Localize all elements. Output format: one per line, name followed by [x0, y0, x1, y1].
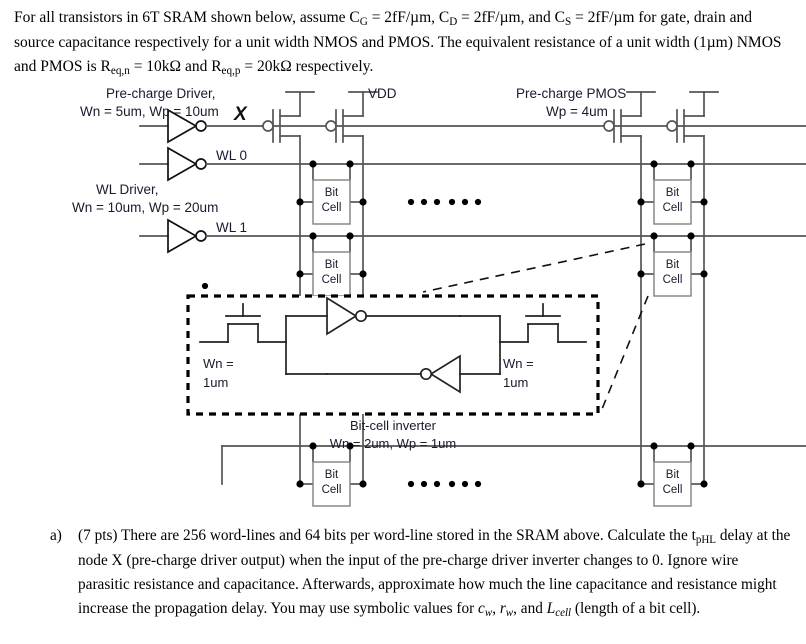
subscript-reqp: eq,p: [221, 64, 241, 77]
problem-text-intro: For all transistors in 6T SRAM shown bel…: [14, 9, 360, 26]
precharge-pmos-label-line1: Pre-charge PMOS: [516, 86, 626, 101]
bitcell-A0: Bit Cell: [296, 160, 367, 225]
problem-text-4: = 10kΩ and R: [129, 57, 222, 75]
precharge-driver-label-line1: Pre-charge Driver,: [106, 86, 216, 101]
precharge-driver-label-line2: Wn = 5um, Wp = 10um: [80, 104, 219, 119]
symbol-cw: c: [478, 599, 485, 617]
subscript-reqn: eq,n: [110, 64, 130, 77]
precharge-pmos-3: [603, 91, 656, 485]
bitcell-label-line2: Cell: [322, 202, 342, 214]
inset-inverter-bottom: [326, 354, 461, 394]
question-line-4: how much the line capacitance and resist…: [78, 575, 777, 617]
question-line-5-pre: symbolic values for: [353, 599, 479, 617]
symbol-cw-sub: w: [484, 606, 493, 619]
question-part-a: a) (7 pts) There are 256 word-lines and …: [50, 524, 792, 622]
inset-inverter-top: [326, 296, 461, 336]
bitcell-B0: Bit Cell: [637, 160, 708, 225]
bitcell-Alast: Bit Cell: [296, 442, 367, 507]
inset-access-transistor-right: [499, 303, 587, 343]
bitcell-label-line2: Cell: [322, 274, 342, 286]
wl0-driver-inverter: [139, 146, 806, 182]
subscript-cd: D: [449, 16, 458, 29]
inset-right-wn-line2: 1um: [503, 375, 528, 390]
bitcell-label-line1: Bit: [325, 469, 339, 481]
question-tphl-pre: the t: [669, 527, 696, 544]
bitcell-label-line1: Bit: [666, 259, 680, 271]
question-line-1: (7 pts) There are 256 word-lines and 64 …: [78, 527, 666, 544]
bitcell-B1: Bit Cell: [637, 232, 708, 297]
bitcell-label-line1: Bit: [666, 469, 680, 481]
node-x-label: X: [233, 104, 248, 125]
symbol-rw-sub: w: [505, 606, 514, 619]
bitcell-label-line1: Bit: [325, 187, 339, 199]
question-line-5-post: (length of a bit cell).: [571, 599, 701, 617]
vdd-label: VDD: [368, 86, 397, 101]
subscript-cs: S: [564, 16, 572, 29]
symbol-sep-2: , and: [513, 599, 547, 617]
symbol-lcell: L: [546, 599, 556, 617]
subscript-cg: G: [359, 16, 368, 29]
question-line-3: inverter changes to 0. Ignore wire paras…: [78, 552, 739, 593]
symbol-lcell-sub: cell: [555, 606, 572, 619]
bitcell-label-line2: Cell: [663, 274, 683, 286]
sram-circuit-figure: VDD Bit Cell Bit Cell Bit Cell: [0, 84, 806, 522]
bitcell-label-line2: Cell: [663, 202, 683, 214]
wl1-label: WL 1: [216, 220, 247, 235]
horizontal-ellipsis-rowlast: [407, 480, 482, 488]
inset-left-wn-line2: 1um: [203, 375, 228, 390]
horizontal-ellipsis-row0: [407, 198, 482, 206]
inset-left-wn-line1: Wn =: [203, 356, 234, 371]
problem-text-5: = 20kΩ respectively.: [240, 57, 374, 75]
problem-statement: For all transistors in 6T SRAM shown bel…: [14, 6, 794, 80]
bitcell-A1: Bit Cell: [296, 232, 367, 297]
problem-text-2: = 2fF/µm, and C: [457, 9, 565, 26]
inset-dashed-border: [186, 294, 600, 416]
inset-right-wn-line1: Wn =: [503, 356, 534, 371]
symbol-rw: r: [499, 599, 506, 617]
inset-caption-line2: Wn = 2um, Wp = 1um: [330, 436, 456, 451]
bitcell-label-line1: Bit: [666, 187, 680, 199]
question-tphl-sub: pHL: [695, 534, 716, 547]
bitcell-label-line1: Bit: [325, 259, 339, 271]
inset-crosscoupled-wiring: [285, 315, 501, 375]
symbol-sep-1: ,: [492, 599, 500, 617]
wl-driver-label-line2: Wn = 10um, Wp = 20um: [72, 200, 218, 215]
problem-text-1: = 2fF/µm, C: [367, 9, 450, 26]
inset-caption-line1: Bit-cell inverter: [350, 418, 437, 433]
wl0-label: WL 0: [216, 148, 247, 163]
wl1-driver-inverter: [139, 218, 806, 254]
callout-lines: [422, 243, 649, 415]
precharge-pmos-label-line2: Wp = 4um: [546, 104, 608, 119]
precharge-driver-inverter: [139, 108, 263, 144]
bitcell-Blast: Bit Cell: [637, 442, 708, 507]
wl-driver-label-line1: WL Driver,: [96, 182, 159, 197]
question-line-2: delay at the node X (pre-charge driver o…: [78, 527, 791, 570]
question-body: (7 pts) There are 256 word-lines and 64 …: [78, 524, 792, 622]
precharge-pmos-1: [262, 91, 315, 485]
problem-text-3: = 2fF/µm for gate, drain and source capa…: [14, 9, 782, 75]
bitcell-column-left: Bit Cell Bit Cell Bit Cell: [296, 160, 367, 507]
bitcell-column-right: Bit Cell Bit Cell Bit Cell: [637, 160, 708, 507]
question-marker: a): [50, 527, 62, 544]
bitcell-label-line2: Cell: [322, 484, 342, 496]
bitcell-inset: Wn = 1um Wn = 1um: [186, 294, 600, 416]
inset-access-transistor-left: [199, 303, 287, 343]
precharge-pmos-4: [666, 91, 719, 485]
bitcell-label-line2: Cell: [663, 484, 683, 496]
